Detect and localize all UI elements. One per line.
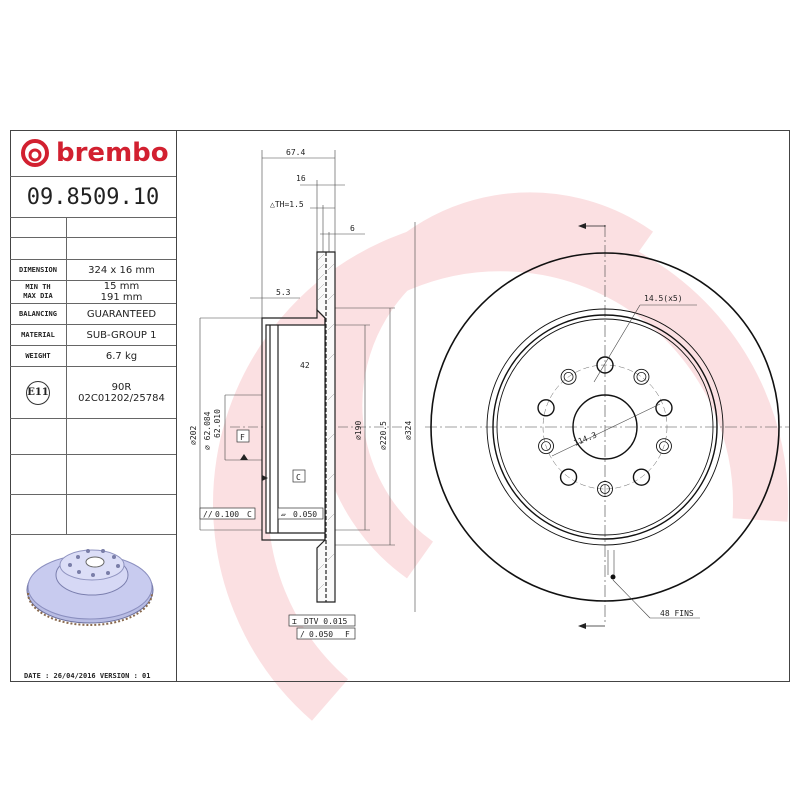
spec-value: 324 x 16 mm xyxy=(88,264,155,276)
brembo-logo: brembo xyxy=(20,138,169,168)
pcd-label: 114.3 xyxy=(572,430,598,447)
homologation-code: 90R xyxy=(111,381,132,393)
flatness-tolerance: 0.050 xyxy=(293,510,317,519)
locating-hole-inner xyxy=(541,441,551,452)
empty-row xyxy=(10,455,176,495)
spec-balancing: BALANCING GUARANTEED xyxy=(10,304,176,325)
spec-weight: WEIGHT 6.7 kg xyxy=(10,346,176,367)
spec-dimension: DIMENSION 324 x 16 mm xyxy=(10,260,176,281)
locating-hole xyxy=(560,368,577,385)
datum-f: F xyxy=(240,433,245,442)
dim-bore-max: ⌀ 62.084 xyxy=(203,411,212,450)
date-version: DATE : 26/04/2016 VERSION : 01 xyxy=(24,672,151,680)
spec-label: DIMENSION xyxy=(10,260,67,280)
spec-label: MIN TH MAX DIA xyxy=(10,281,67,303)
spec-value: 15 mm 191 mm xyxy=(100,281,143,303)
dim-plate: 6 xyxy=(350,224,355,233)
dim-d202: ⌀202 xyxy=(189,426,198,445)
spec-min-th: MIN TH MAX DIA 15 mm 191 mm xyxy=(10,281,176,304)
locating-hole-inner xyxy=(563,371,574,382)
dim-depth: 42 xyxy=(300,361,310,370)
spec-material: MATERIAL SUB-GROUP 1 xyxy=(10,325,176,346)
spec-label: BALANCING xyxy=(10,304,67,324)
bolt-hole xyxy=(655,399,673,417)
bolt-hole xyxy=(632,468,651,486)
empty-row xyxy=(10,238,176,260)
brembo-logo-icon xyxy=(21,139,49,167)
dim-thickness: 16 xyxy=(296,174,306,183)
dim-d190: ⌀190 xyxy=(354,421,363,440)
dim-overall: 67.4 xyxy=(286,148,305,157)
parallel-tolerance: 0.100 xyxy=(215,510,239,519)
title-block: brembo 09.8509.10 DIMENSION 324 x 16 mm M… xyxy=(10,130,177,682)
spec-value: GUARANTEED xyxy=(86,308,157,320)
disc-3d-render xyxy=(26,549,154,626)
spec-label: WEIGHT xyxy=(10,346,67,366)
dim-hat: 5.3 xyxy=(276,288,291,297)
locating-hole xyxy=(538,438,554,455)
spec-label: MATERIAL xyxy=(10,325,67,345)
bolt-hole xyxy=(559,468,578,486)
pcd-circle xyxy=(542,364,668,490)
dim-bore-min: 62.010 xyxy=(213,409,222,438)
fins-label: 48 FINS xyxy=(660,609,694,618)
parallel-ref: C xyxy=(247,510,252,519)
runout-ref: F xyxy=(345,630,350,639)
runout-symbol: / xyxy=(300,630,305,639)
dtv-tolerance: DTV 0.015 xyxy=(304,617,348,626)
dim-d220: ⌀220.5 xyxy=(379,421,388,450)
spec-value: 6.7 kg xyxy=(105,350,138,362)
thickness-variation-symbol: ⌶ xyxy=(292,617,297,626)
locating-hole-inner xyxy=(636,371,647,382)
bolt-hole-label: 14.5(x5) xyxy=(644,294,683,303)
runout-tolerance: 0.050 xyxy=(309,630,333,639)
part-number-row: 09.8509.10 xyxy=(10,177,176,218)
locating-hole xyxy=(633,368,650,385)
empty-row xyxy=(10,419,176,455)
parallel-symbol: // xyxy=(203,510,213,519)
datum-c: C xyxy=(296,473,301,482)
bolt-hole xyxy=(596,356,614,374)
locating-hole-inner xyxy=(600,484,610,494)
locating-hole xyxy=(656,438,672,455)
dim-delta-th: △TH=1.5 xyxy=(270,200,304,209)
flatness-symbol: ▱ xyxy=(281,510,286,519)
homologation-number: 02C01202/25784 xyxy=(78,392,165,404)
spec-value: SUB-GROUP 1 xyxy=(86,329,157,341)
disc-render-row xyxy=(10,535,176,670)
empty-row xyxy=(10,495,176,535)
locating-hole xyxy=(597,481,613,497)
drawing-frame xyxy=(10,130,790,682)
empty-row xyxy=(10,218,176,238)
disc-outer-edge xyxy=(430,252,780,602)
logo-row: brembo xyxy=(10,130,176,177)
locating-hole-inner xyxy=(659,441,669,452)
e11-mark: E11 xyxy=(26,380,50,405)
part-number: 09.8509.10 xyxy=(26,185,160,210)
dim-d324: ⌀324 xyxy=(404,421,413,440)
center-bore xyxy=(572,394,638,460)
bolt-hole xyxy=(537,399,555,417)
